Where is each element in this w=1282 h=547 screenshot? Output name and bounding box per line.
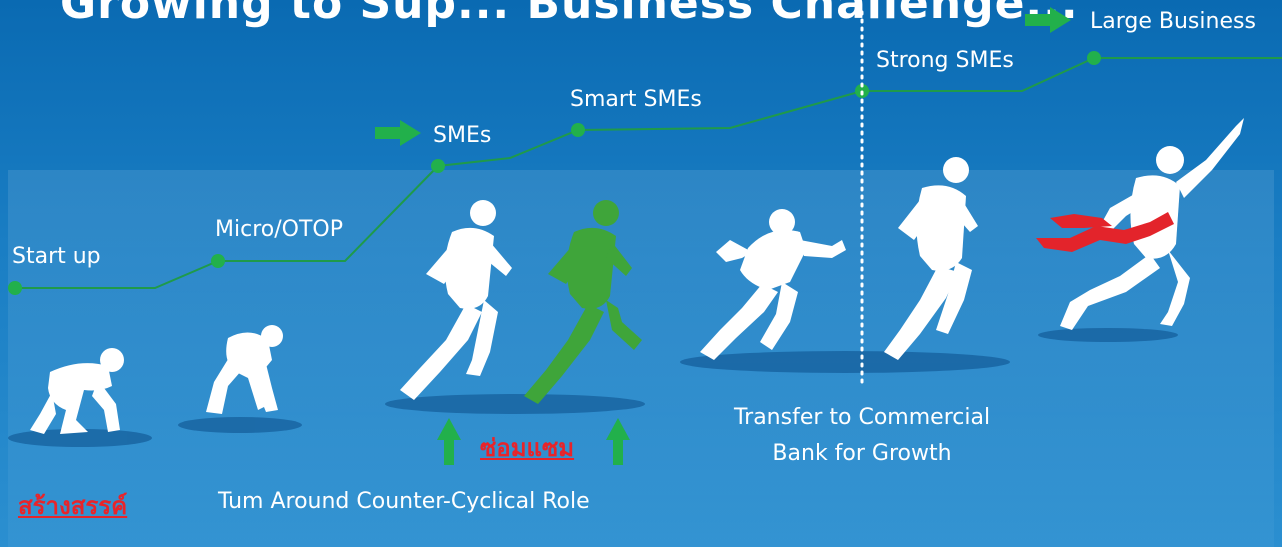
stage-label-large-business: Large Business	[1090, 9, 1256, 34]
up-arrow-icon	[606, 418, 630, 465]
running-runner-icon	[884, 157, 978, 360]
set-runner-icon	[206, 325, 283, 414]
caption-create-thai: สร้างสรรค์	[18, 492, 128, 520]
stage-label-strong-smes: Strong SMEs	[876, 48, 1014, 73]
node-start-up	[8, 281, 22, 295]
stage-label-start-up: Start up	[12, 244, 101, 269]
node-smart-smes	[571, 123, 585, 137]
right-arrow-icon	[375, 120, 421, 146]
stage-label-smart-smes: Smart SMEs	[570, 87, 702, 112]
caption-repair-thai: ซ่อมแซม	[480, 434, 575, 462]
node-micro	[211, 254, 225, 268]
caption-turnaround: Tum Around Counter-Cyclical Role	[218, 489, 590, 514]
green-runner-icon	[524, 200, 642, 404]
stage-label-micro-otop: Micro/OTOP	[215, 217, 343, 242]
node-smes	[431, 159, 445, 173]
crouch-runner-icon	[30, 348, 124, 434]
lower-panel	[8, 170, 1274, 547]
finish-ribbon-icon	[1036, 212, 1174, 252]
runner-shadows	[8, 328, 1178, 447]
running-runner-icon	[400, 200, 512, 400]
page-title: Growing to Sup... Business Challenge...	[60, 0, 1079, 29]
growth-path-line	[15, 57, 1282, 289]
path-nodes	[8, 51, 1101, 295]
right-arrow-icon	[1025, 7, 1071, 33]
sprint-runner-icon	[700, 209, 846, 360]
caption-transfer-line2: Bank for Growth	[772, 441, 952, 466]
up-arrow-icon	[437, 418, 461, 465]
caption-transfer-line1: Transfer to Commercial	[733, 405, 991, 430]
stage-label-smes: SMEs	[433, 123, 492, 148]
node-large-business	[1087, 51, 1101, 65]
